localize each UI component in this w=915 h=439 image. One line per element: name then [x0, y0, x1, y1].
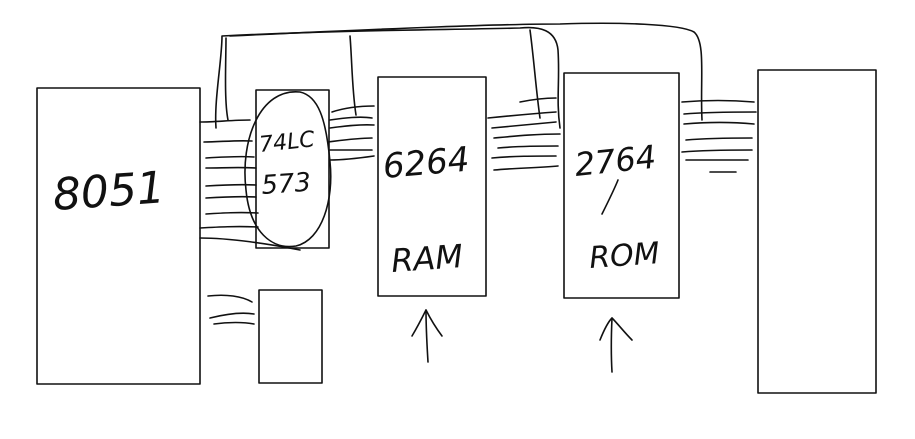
bus-latch-to-ram — [327, 105, 375, 161]
rom-type-label: ROM — [588, 236, 661, 276]
bus-rom-to-peripheral — [681, 99, 757, 173]
peripheral-block — [757, 69, 877, 394]
bus-ram-to-rom — [487, 97, 561, 171]
rom-block — [563, 72, 680, 299]
mcu-block — [36, 87, 201, 385]
bus-mcu-to-small — [207, 294, 255, 325]
ram-part-label: 6264 — [381, 140, 471, 187]
top-bus-wire-3 — [349, 29, 541, 119]
ram-block — [377, 76, 487, 297]
rom-part-label: 2764 — [573, 138, 658, 184]
latch-label-line2: 573 — [260, 168, 312, 201]
latch-label-line1: 74LC — [258, 127, 317, 158]
mcu-label: 8051 — [51, 162, 166, 221]
top-bus-wire-2 — [224, 22, 703, 121]
ram-up-arrow — [411, 309, 443, 363]
ram-type-label: RAM — [390, 237, 464, 280]
rom-label-stroke — [601, 179, 619, 215]
latch-ellipse — [244, 91, 332, 248]
small-block — [258, 289, 323, 384]
bus-mcu-to-latch — [199, 119, 301, 251]
rom-up-arrow — [599, 317, 633, 373]
